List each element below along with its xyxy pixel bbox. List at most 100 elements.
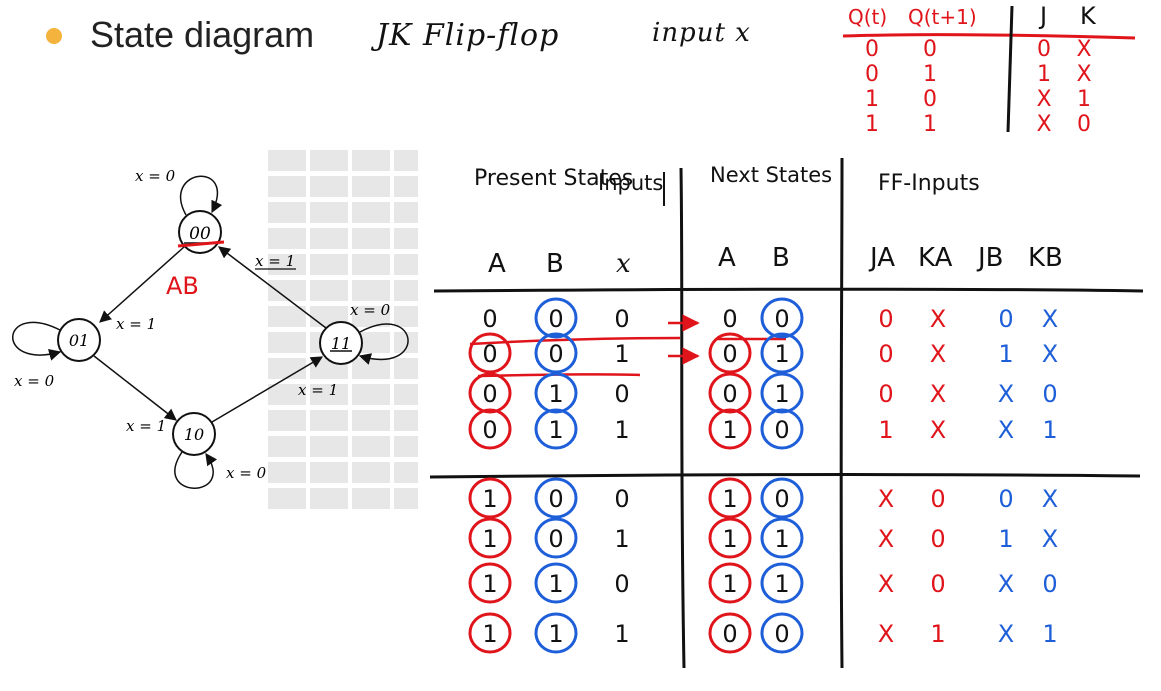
- cell-circle: [708, 372, 752, 414]
- label-x1-11-00: x = 1: [255, 252, 295, 270]
- transition-01-10: [93, 355, 177, 421]
- cell-circle: [708, 562, 752, 604]
- slide-title: State diagram: [90, 14, 315, 55]
- cell-circle: [760, 372, 804, 414]
- table-cell-a: 0: [482, 380, 497, 408]
- cell-circle: [468, 477, 512, 519]
- table-cell-kb: 0: [1042, 380, 1057, 408]
- table-cell-na: 0: [722, 620, 737, 648]
- table-cell-jb: X: [998, 570, 1014, 598]
- table-cell-ja: X: [878, 485, 894, 513]
- exc-cell: 1: [865, 112, 879, 137]
- cell-circle: [468, 612, 512, 654]
- table-cell-na: 0: [722, 380, 737, 408]
- state-label-10: 10: [184, 425, 204, 444]
- note-jk-flip-flop: JK Flip-flop: [376, 18, 560, 53]
- label-x1-00-01: x = 1: [116, 315, 156, 333]
- table-cell-ka: X: [930, 305, 946, 333]
- col-header-jb: JB: [976, 243, 1004, 273]
- table-cell-nb: 0: [774, 305, 789, 333]
- exc-cell: 1: [923, 62, 937, 87]
- table-cell-a: 1: [482, 570, 497, 598]
- header-inputs: Inputs: [598, 171, 663, 195]
- cell-circle: [760, 612, 804, 654]
- table-header-rule: [433, 287, 1144, 293]
- cell-circle: [534, 408, 578, 450]
- table-cell-jb: 0: [998, 305, 1013, 333]
- state-label-11: 11: [331, 334, 351, 353]
- table-cell-na: 0: [722, 305, 737, 333]
- bullet-dot: [46, 28, 62, 44]
- cell-circle: [708, 477, 752, 519]
- exc-cell: 1: [865, 87, 879, 112]
- cell-circle: [708, 612, 752, 654]
- table-cell-ka: X: [930, 340, 946, 368]
- table-cell-jb: X: [998, 416, 1014, 444]
- table-cell-nb: 1: [774, 570, 789, 598]
- table-cell-x: 0: [614, 485, 629, 513]
- table-cell-jb: 1: [998, 525, 1013, 553]
- table-cell-ja: 0: [878, 380, 893, 408]
- exc-cell: 1: [1037, 62, 1051, 87]
- exc-cell: X: [1076, 37, 1091, 62]
- table-cell-ja: 0: [878, 305, 893, 333]
- table-cell-ja: X: [878, 570, 894, 598]
- exc-header-underline: [842, 33, 1136, 40]
- note-input-x: input x: [652, 18, 751, 48]
- col-header-x: x: [616, 249, 631, 279]
- table-cell-a: 1: [482, 620, 497, 648]
- table-cell-jb: 0: [998, 485, 1013, 513]
- table-cell-b: 0: [548, 525, 563, 553]
- cell-circle: [760, 408, 804, 450]
- table-cell-jb: 1: [998, 340, 1013, 368]
- label-x1-10-11: x = 1: [298, 381, 338, 399]
- table-cell-a: 1: [482, 485, 497, 513]
- header-present: Present States: [474, 166, 633, 191]
- table-cell-nb: 0: [774, 485, 789, 513]
- table-cell-b: 1: [548, 620, 563, 648]
- transition-10-self: [174, 451, 218, 489]
- exc-cell: 0: [865, 62, 879, 87]
- transition-10-11: [211, 356, 324, 423]
- table-cell-b: 0: [548, 340, 563, 368]
- cell-circle: [468, 517, 512, 559]
- exc-cell: 0: [1077, 112, 1091, 137]
- cell-circle: [468, 332, 512, 374]
- exc-cell: 0: [1037, 37, 1051, 62]
- table-cell-b: 1: [548, 416, 563, 444]
- faded-background-text: [268, 150, 418, 520]
- cell-circle: [534, 612, 578, 654]
- annotation-ab: AB: [166, 272, 199, 300]
- label-x0-10: x = 0: [226, 464, 267, 482]
- state-label-01: 01: [69, 331, 89, 350]
- table-cell-ka: 0: [930, 485, 945, 513]
- table-cell-b: 0: [548, 485, 563, 513]
- table-cell-a: 1: [482, 525, 497, 553]
- table-cell-kb: X: [1042, 485, 1058, 513]
- strike-line-2: [477, 373, 641, 378]
- col-header-ja: JA: [868, 243, 895, 273]
- table-cell-x: 0: [614, 570, 629, 598]
- cell-circle: [760, 297, 804, 339]
- table-cell-jb: X: [998, 380, 1014, 408]
- cell-circle: [708, 517, 752, 559]
- exc-cell: 1: [923, 112, 937, 137]
- table-cell-x: 1: [614, 525, 629, 553]
- table-cell-ka: 0: [930, 570, 945, 598]
- exc-cell: X: [1036, 87, 1051, 112]
- table-cell-jb: X: [998, 620, 1014, 648]
- table-cell-a: 0: [482, 416, 497, 444]
- label-x0-00: x = 0: [135, 167, 176, 185]
- table-cell-kb: X: [1042, 305, 1058, 333]
- table-cell-kb: 1: [1042, 416, 1057, 444]
- cell-circle: [534, 297, 578, 339]
- table-cell-kb: X: [1042, 525, 1058, 553]
- table-cell-ka: 0: [930, 525, 945, 553]
- col-header-next-b: B: [772, 243, 790, 273]
- table-mid-rule: [429, 473, 1141, 479]
- table-cell-nb: 1: [774, 525, 789, 553]
- exc-header-qt: Q(t): [848, 5, 887, 29]
- exc-cell: 0: [923, 87, 937, 112]
- cell-circle: [534, 477, 578, 519]
